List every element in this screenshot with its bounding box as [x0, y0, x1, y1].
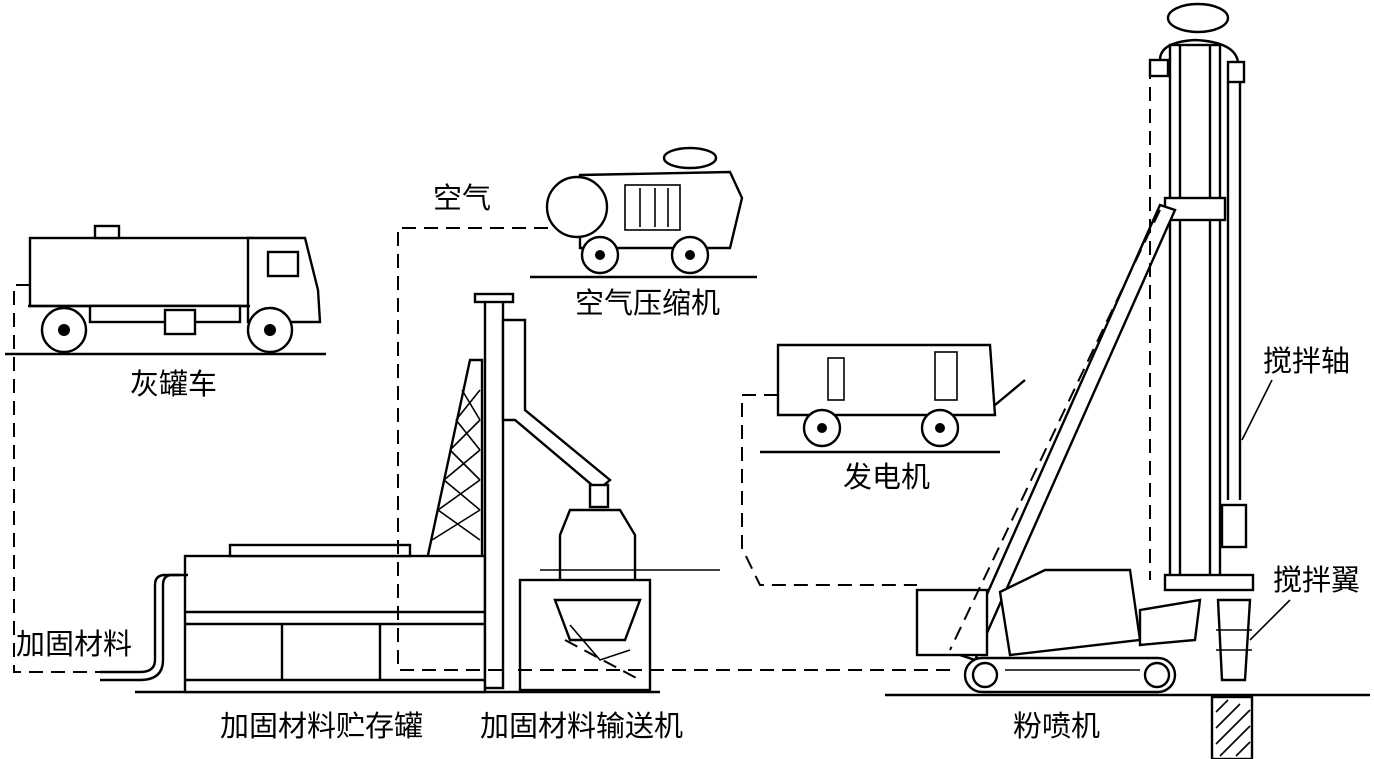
label-mixing-shaft: 搅拌轴 [1263, 344, 1351, 378]
truck-front-hub [264, 324, 276, 336]
label-powder-spraying-machine: 粉喷机 [1013, 709, 1101, 743]
label-air: 空气 [433, 181, 492, 215]
conveyor-funnel [553, 598, 642, 642]
machine-cab [998, 568, 1142, 657]
mast-top-sheave [1166, 2, 1230, 34]
generator-vent-left [827, 357, 845, 401]
generator-body [776, 343, 997, 417]
label-ash-tank-truck: 灰罐车 [130, 367, 218, 401]
mixing-shaft-coupling [1220, 503, 1248, 549]
mast-bracket [1226, 60, 1246, 84]
compressor-tank [545, 175, 609, 239]
wheel-hub [685, 250, 695, 260]
connection-lines [13, 65, 1161, 673]
generator-drawing [760, 343, 1026, 454]
conveyor-detail [569, 624, 631, 661]
machine-front-frame [1138, 598, 1202, 647]
truck-rear-hub [58, 324, 70, 336]
truck-window [266, 250, 300, 278]
compressor-vent [624, 184, 681, 231]
mast-bracket [1148, 58, 1170, 78]
compressor-top-cap [662, 146, 718, 170]
generator-vent-right [934, 351, 958, 401]
mast-base [1163, 573, 1255, 592]
label-material-conveyor: 加固材料输送机 [480, 709, 684, 743]
lattice-tower [426, 358, 484, 556]
truck-cab [246, 236, 322, 324]
truck-tank [28, 236, 254, 308]
powder-spraying-machine-drawing [885, 2, 1370, 759]
chute-neck [588, 483, 610, 509]
strut-dash-line [949, 209, 1161, 651]
lattice-bracing [431, 389, 481, 541]
mast-cap [473, 292, 515, 304]
borehole [1210, 695, 1254, 759]
wheel-hub [595, 250, 605, 260]
conveyor-mast [483, 298, 505, 690]
label-reinforcement-material: 加固材料 [16, 627, 133, 661]
generator-to-machine-line [741, 394, 917, 586]
mixing-shaft-leader [1241, 379, 1273, 441]
mixing-wing-leader [1249, 599, 1291, 641]
air-compressor-drawing [530, 146, 757, 279]
generator-tow-bar [994, 379, 1026, 406]
track-wheel [1143, 661, 1171, 689]
tank-side-pipe-outer [100, 573, 188, 682]
borehole-hatch [1215, 699, 1251, 757]
machine-counterweight [915, 588, 989, 657]
truck-to-tank-line [13, 284, 100, 673]
mixing-wing [1216, 598, 1252, 682]
tank-side-pipe [100, 573, 180, 674]
mast-top-arc [1158, 38, 1240, 63]
leader-mast [1168, 43, 1222, 582]
label-material-storage-tank: 加固材料贮存罐 [220, 709, 424, 743]
truck-box [163, 308, 197, 336]
conveyor-chute [501, 318, 612, 492]
compressor-to-tower-line [397, 227, 548, 671]
conveyor-dash [564, 639, 641, 681]
wheel-hub [935, 423, 945, 433]
label-air-compressor: 空气压缩机 [575, 286, 721, 320]
label-generator: 发电机 [843, 460, 931, 494]
track-wheel [971, 661, 999, 689]
label-mixing-wing: 搅拌翼 [1273, 563, 1361, 597]
storage-tank-lid [228, 543, 412, 558]
ash-tank-truck-drawing [5, 224, 326, 356]
truck-hatch [93, 224, 121, 240]
wheel-hub [817, 423, 827, 433]
crawler-track [963, 656, 1177, 694]
